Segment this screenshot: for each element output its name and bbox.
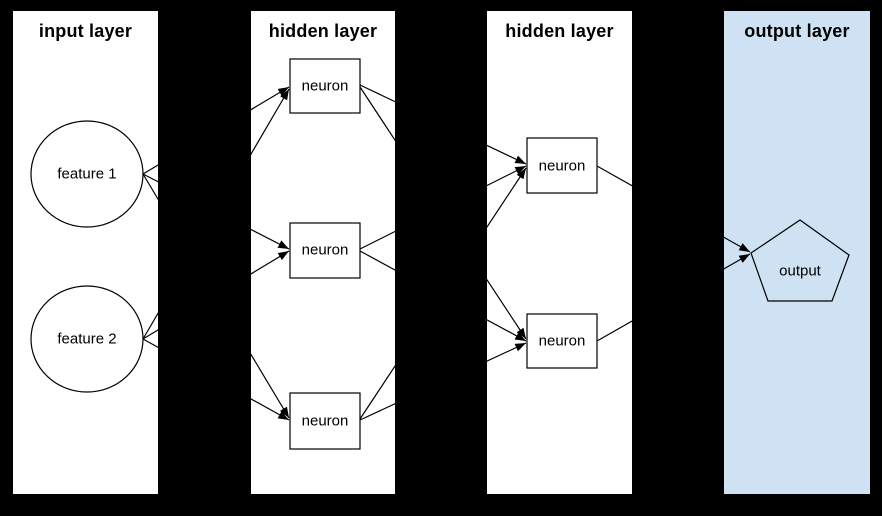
edge-h1n1-to-h2n2	[359, 86, 527, 340]
hidden-layer-2-title: hidden layer	[505, 21, 614, 41]
feature-2-node	[30, 285, 144, 393]
hidden2-neuron-2-label: neuron	[538, 332, 586, 350]
edge-h2n1-to-output	[596, 165, 751, 253]
hidden-layer-2-panel	[487, 11, 632, 494]
hidden1-neuron-1-node	[289, 58, 361, 114]
edge-feature1-to-h1n2	[142, 173, 290, 250]
feature-2-label: feature 2	[57, 330, 117, 348]
hidden2-neuron-1-node	[526, 137, 598, 194]
edge-h1n2-to-h2n2	[359, 250, 527, 342]
hidden1-neuron-2-label: neuron	[301, 241, 349, 259]
edge-feature2-to-h1n1	[142, 88, 290, 340]
edge-feature2-to-h1n3	[142, 338, 290, 421]
hidden1-neuron-1-label: neuron	[301, 77, 349, 95]
feature-1-label: feature 1	[57, 165, 117, 183]
edge-h1n2-to-h2n1	[359, 165, 527, 250]
input-layer-title: input layer	[38, 21, 133, 41]
edge-feature1-to-h1n1	[142, 86, 290, 175]
output-layer-title: output layer	[744, 21, 850, 41]
hidden1-neuron-2-node	[289, 222, 361, 279]
hidden1-neuron-3-label: neuron	[301, 412, 349, 430]
edge-h1n3-to-h2n1	[359, 167, 527, 420]
edge-h1n3-to-h2n2	[359, 342, 527, 421]
output-label: output	[779, 262, 821, 280]
feature-1-node	[30, 120, 144, 228]
hidden2-neuron-1-label: neuron	[538, 157, 586, 175]
edge-feature1-to-h1n3	[142, 173, 290, 419]
hidden-layer-1-title: hidden layer	[268, 21, 378, 41]
output-node	[750, 219, 850, 302]
edge-h1n1-to-h2n1	[359, 84, 527, 165]
hidden2-neuron-2-node	[526, 313, 598, 369]
edge-h2n2-to-output	[596, 253, 751, 342]
edge-feature2-to-h1n2	[142, 250, 290, 340]
input-layer-panel	[13, 11, 158, 494]
hidden1-neuron-3-node	[289, 392, 361, 450]
